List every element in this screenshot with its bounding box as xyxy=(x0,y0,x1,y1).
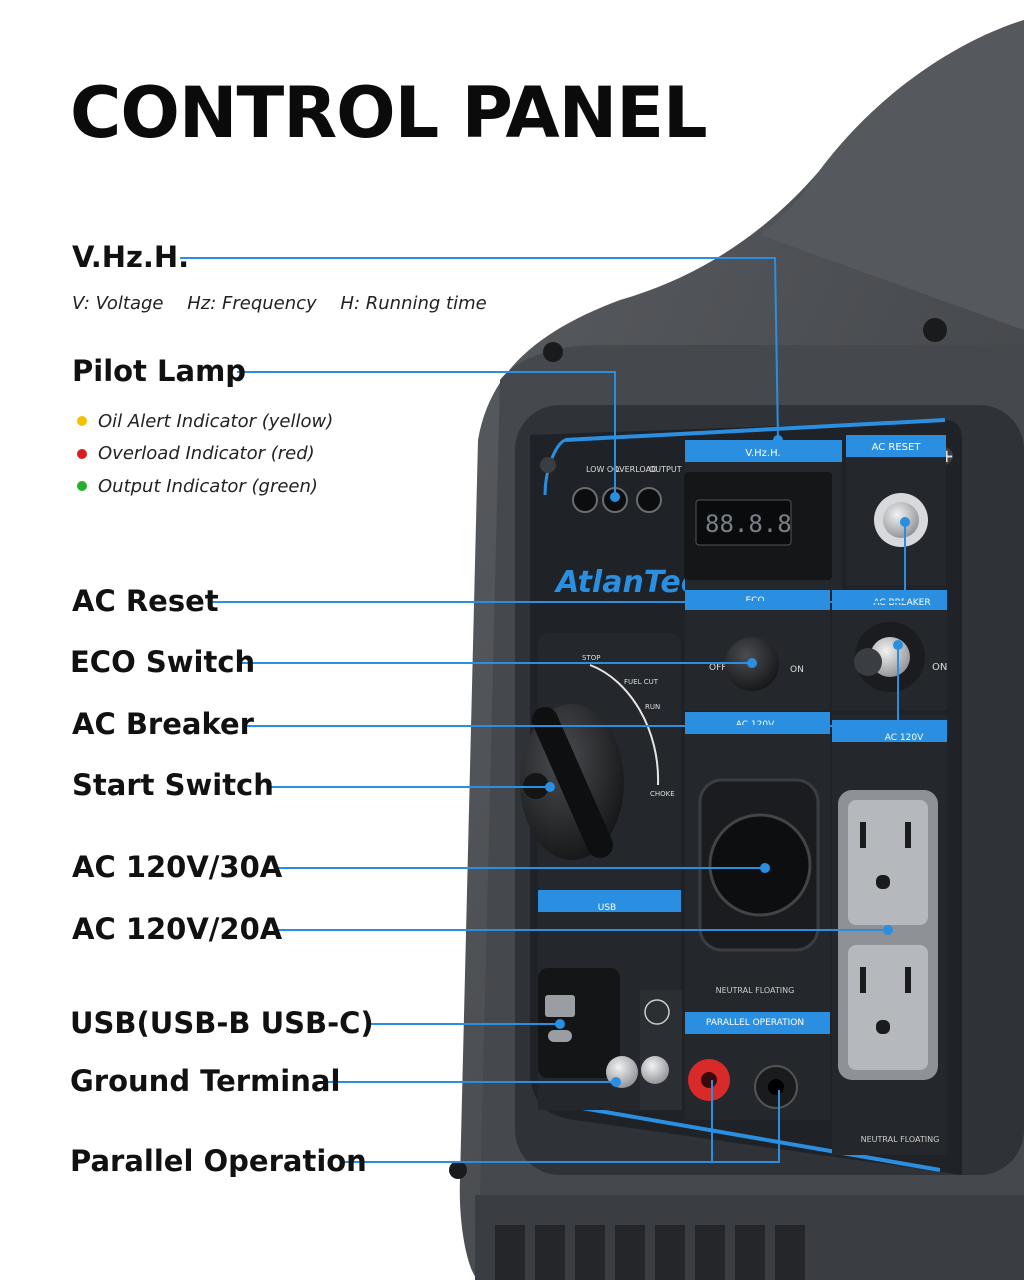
label-parallel-operation: Parallel Operation xyxy=(70,1144,367,1178)
svg-text:USB: USB xyxy=(598,903,616,913)
output-lamp xyxy=(636,487,662,513)
ground-terminal-module xyxy=(606,990,682,1110)
label-pilot-lamp: Pilot Lamp xyxy=(72,354,247,388)
start-switch-module: STOP FUEL CUT RUN CHOKE xyxy=(520,633,681,895)
leader-pilot-lamp xyxy=(237,371,616,497)
ac-30a-outlet-module: AC 120V NEUTRAL FLOATING xyxy=(685,712,830,1012)
svg-text:FUEL CUT: FUEL CUT xyxy=(624,678,659,686)
oil-alert-lamp xyxy=(572,487,598,513)
ac-20a-outlet-module: AC 120V NEUTRAL FLOATING xyxy=(832,715,947,1155)
label-ground-terminal: Ground Terminal xyxy=(70,1064,341,1098)
label-ac-breaker: AC Breaker xyxy=(72,707,254,741)
leader-ac-breaker xyxy=(246,645,899,727)
label-ac-reset: AC Reset xyxy=(72,584,219,618)
svg-text:V.Hz.H.: V.Hz.H. xyxy=(745,448,780,459)
lamp-item-overload: Overload Indicator (red) xyxy=(77,438,333,471)
svg-text:NEUTRAL FLOATING: NEUTRAL FLOATING xyxy=(861,1135,940,1144)
twist-lock-30a-outlet xyxy=(708,813,812,917)
svg-text:ON: ON xyxy=(790,665,804,675)
usb-c-port xyxy=(548,1030,572,1042)
vhzh-description: V: Voltage Hz: Frequency H: Running time xyxy=(72,293,505,314)
red-dot-icon xyxy=(77,448,87,459)
brand-logo: AtlanTec xyxy=(554,565,699,600)
label-vhzh: V.Hz.H. xyxy=(72,240,190,274)
ac-reset-module: AC RESET xyxy=(846,435,946,585)
page-title: CONTROL PANEL xyxy=(70,72,708,154)
eco-module: ECO OFF ON xyxy=(685,590,830,710)
lamp-label-overload: OVERLOAD xyxy=(613,465,657,474)
leader-lines xyxy=(180,257,906,1163)
parallel-operation-module: PARALLEL OPERATION xyxy=(685,1012,830,1120)
svg-text:AC 120V: AC 120V xyxy=(885,733,924,743)
lamp-label-low-oil: LOW OIL xyxy=(586,465,621,474)
leader-vhzh xyxy=(180,257,779,441)
green-dot-icon xyxy=(77,481,87,492)
lamp-item-oil: Oil Alert Indicator (yellow) xyxy=(77,405,333,438)
svg-text:CHOKE: CHOKE xyxy=(650,790,675,798)
leader-parallel xyxy=(344,1090,780,1163)
vhzh-desc-frequency: Hz: Frequency xyxy=(187,293,317,314)
vhzh-module: V.Hz.H. 88.8.8 xyxy=(684,440,842,590)
svg-text:NEUTRAL FLOATING: NEUTRAL FLOATING xyxy=(716,986,795,995)
svg-text:OFF: OFF xyxy=(709,663,726,673)
svg-text:PARALLEL OPERATION: PARALLEL OPERATION xyxy=(706,1018,804,1028)
label-ac-30a: AC 120V/30A xyxy=(72,850,283,884)
vhzh-desc-voltage: V: Voltage xyxy=(72,293,164,314)
svg-text:ON: ON xyxy=(932,662,947,673)
ground-terminal-bolt xyxy=(606,1056,638,1088)
ac-breaker-module: AC BREAKER ON xyxy=(832,590,947,710)
yellow-dot-icon xyxy=(77,416,87,427)
vhzh-display: 88.8.8 xyxy=(705,510,792,538)
usb-a-port xyxy=(545,995,575,1017)
pilot-lamp-list: Oil Alert Indicator (yellow) Overload In… xyxy=(77,405,333,503)
leader-ac-reset xyxy=(210,520,906,603)
label-usb: USB(USB-B USB-C) xyxy=(70,1006,374,1040)
label-start-switch: Start Switch xyxy=(72,768,274,802)
svg-text:STOP: STOP xyxy=(582,654,600,662)
svg-text:AC RESET: AC RESET xyxy=(872,442,922,453)
lamp-item-output: Output Indicator (green) xyxy=(77,470,333,503)
svg-text:RUN: RUN xyxy=(645,703,660,711)
label-ac-20a: AC 120V/20A xyxy=(72,912,283,946)
label-eco-switch: ECO Switch xyxy=(70,645,256,679)
lamp-label-output: OUTPUT xyxy=(649,465,682,474)
vhzh-desc-time: H: Running time xyxy=(340,293,487,314)
